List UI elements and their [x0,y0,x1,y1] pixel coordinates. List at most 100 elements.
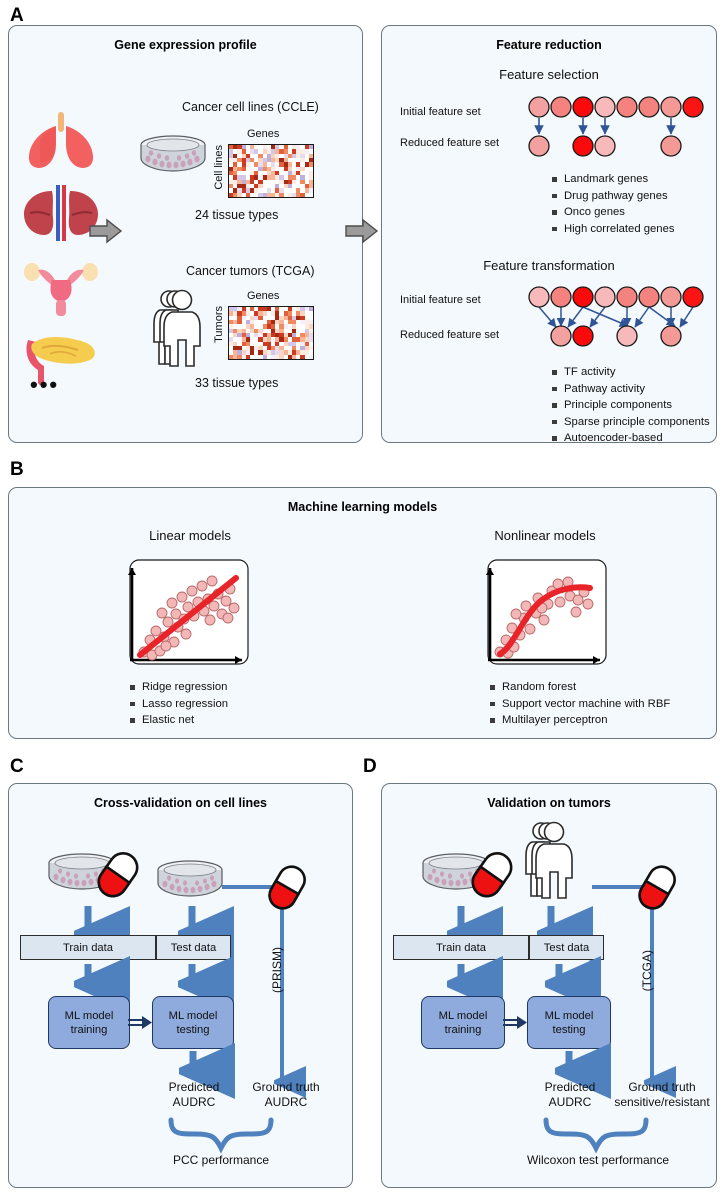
c-ml-model-training[interactable]: ML model training [48,996,130,1049]
nonlinear-method-2: Multilayer perceptron [490,712,670,729]
d-brace [543,1117,649,1154]
d-train-data-box[interactable]: Train data [393,935,529,960]
d-predicted-text: Predicted AUDRC [544,1080,596,1109]
d-ground-truth-label: Ground truth sensitive/resistant [610,1080,714,1110]
linear-method-1: Lasso regression [130,696,228,713]
pancreas-icon [26,337,95,385]
c-brace [168,1117,274,1154]
feature-selection-graph [528,96,704,157]
panel-a-title: Gene expression profile [114,38,257,52]
panel-c-title: Cross-validation on cell lines [94,796,267,810]
panel-b-title: Machine learning models [287,500,438,514]
d-flow-arrow-out [539,1049,599,1089]
c-ml-train-label: ML model training [64,1009,114,1036]
c-ground-truth-text: Ground truth AUDRC [252,1080,320,1109]
fs-method-1: Drug pathway genes [552,188,675,205]
fs-reduced-label: Reduced feature set [400,137,500,149]
d-ml-model-testing[interactable]: ML model testing [527,996,611,1049]
d-model-transfer-arrow [503,1016,527,1029]
patients-icon [153,289,201,367]
fs-method-2: Onco genes [552,204,675,221]
c-flow-arrows-mid [20,962,340,1004]
d-flow-arrows-mid [393,962,713,1004]
d-ground-truth-text: Ground truth sensitive/resistant [614,1080,710,1109]
fs-initial-label: Initial feature set [400,106,481,118]
flow-arrow-icon [89,218,123,244]
fs-method-3: High correlated genes [552,221,675,238]
tcga-heatmap-y-label: Tumors [213,306,225,343]
c-model-transfer-arrow [128,1016,152,1029]
c-test-data-box[interactable]: Test data [156,935,231,960]
d-performance-text: Wilcoxon test performance [526,1153,670,1167]
c-performance-text: PCC performance [172,1153,270,1167]
d-patients-icon [525,821,573,899]
petri-dish-icon [140,135,206,172]
feature-reduction-title: Feature reduction [496,38,602,52]
d-ml-train-label: ML model training [438,1009,488,1036]
organs-ellipsis: ••• [30,372,60,397]
panel-letter-c: C [10,756,24,777]
panel-a-gene-expression [8,25,363,443]
c-train-data-box[interactable]: Train data [20,935,156,960]
linear-method-0: Ridge regression [130,679,228,696]
panel-letter-d: D [363,756,377,777]
ccle-heatmap [228,144,314,198]
d-ml-model-training[interactable]: ML model training [421,996,505,1049]
linear-models-title: Linear models [149,528,231,543]
lungs-icon [28,112,94,168]
flow-arrow-icon-2 [345,218,379,244]
ft-method-3: Sparse principle components [552,414,710,431]
ccle-heatmap-x-label: Genes [247,128,280,140]
ccle-heatmap-y-label: Cell lines [213,145,225,190]
d-flow-arrows-top [393,906,713,958]
c-ml-model-testing[interactable]: ML model testing [152,996,234,1049]
nonlinear-models-methods: Random forest Support vector machine wit… [490,679,670,729]
d-predicted-label: Predicted AUDRC [524,1080,616,1110]
feature-transformation-methods: TF activity Pathway activity Principle c… [552,364,710,447]
nonlinear-models-title: Nonlinear models [494,528,596,543]
panel-letter-a: A [10,5,24,26]
d-test-data-box[interactable]: Test data [529,935,604,960]
linear-models-chart [128,559,249,665]
tcga-heatmap-x-label: Genes [247,290,280,302]
c-flow-arrows-top [20,906,340,958]
feature-selection-methods: Landmark genes Drug pathway genes Onco g… [552,171,675,237]
panel-feature-reduction [381,25,717,443]
petri-dish-with-pill-icon [48,852,139,898]
nonlinear-method-0: Random forest [490,679,670,696]
panel-d-title: Validation on tumors [487,796,611,810]
linear-models-methods: Ridge regression Lasso regression Elasti… [130,679,228,729]
ft-method-1: Pathway activity [552,381,710,398]
nonlinear-method-1: Support vector machine with RBF [490,696,670,713]
c-performance-label: PCC performance [136,1153,306,1168]
tcga-heatmap [228,306,314,360]
ft-method-2: Principle components [552,397,710,414]
c-predicted-label: Predicted AUDRC [148,1080,240,1110]
petri-dish-icon-c [157,860,223,897]
feature-transformation-title: Feature transformation [483,258,615,273]
d-ml-test-label: ML model testing [544,1009,594,1036]
kidneys-icon [24,185,98,241]
nonlinear-models-chart [486,559,607,665]
ft-initial-label: Initial feature set [400,294,481,306]
ft-method-0: TF activity [552,364,710,381]
ft-method-4: Autoencoder-based [552,430,710,447]
fs-method-0: Landmark genes [552,171,675,188]
c-predicted-text: Predicted AUDRC [168,1080,220,1109]
d-petri-dish-with-pill-icon [422,852,513,898]
c-ml-test-label: ML model testing [168,1009,218,1036]
d-performance-label: Wilcoxon test performance [513,1153,683,1168]
panel-letter-b: B [10,459,24,480]
ccle-caption: 24 tissue types [195,208,279,222]
tumors-title: Cancer tumors (TCGA) [186,264,315,278]
feature-selection-title: Feature selection [499,67,599,82]
cell-lines-title: Cancer cell lines (CCLE) [182,100,319,114]
c-ground-truth-label: Ground truth AUDRC [236,1080,336,1110]
prism-pill-branch [222,865,352,1110]
tcga-pill-branch [592,865,722,1110]
feature-transformation-graph [528,286,704,347]
tcga-caption: 33 tissue types [195,376,279,390]
uterus-icon [24,263,98,316]
ft-reduced-label: Reduced feature set [400,329,500,341]
linear-method-2: Elastic net [130,712,228,729]
